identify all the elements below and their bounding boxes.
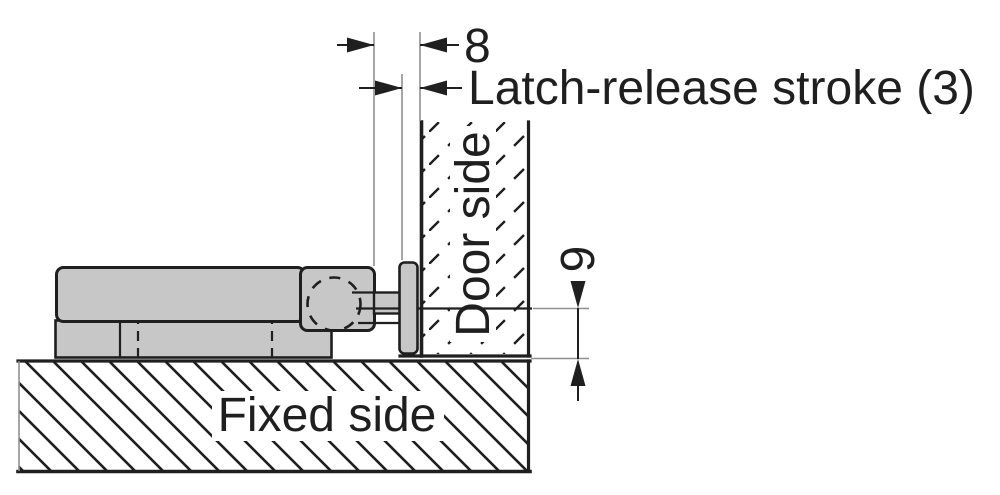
latch-pin [372,291,402,315]
dimension-latch-release-stroke: Latch-release stroke (3) [359,62,975,260]
strike-plate [398,261,419,355]
latch-body [55,266,306,323]
dim9-arrow-down-icon [570,281,586,308]
fixed-side-label: Fixed side [218,389,437,442]
latch-assembly [54,261,532,364]
door-side-label-background [450,126,496,342]
fixed-side-panel: Fixed side [16,359,532,474]
door-side-label: Door side [447,131,500,336]
dim8-arrow-right-icon [347,37,374,53]
dimension-side-height: 9 [531,246,605,401]
stroke-dim-label: Latch-release stroke (3) [468,62,975,115]
latch-base-plate [54,319,333,359]
dim8-value: 8 [464,20,491,73]
dimension-top-width: 8 [337,20,491,266]
dim9-value: 9 [552,246,605,273]
stroke-arrow-right-icon [375,80,402,96]
door-side-panel: Door side [398,120,532,358]
fixed-side-label-background [212,391,444,441]
dim9-arrow-up-icon [570,359,586,386]
latch-roller-hidden-circle [306,276,362,332]
